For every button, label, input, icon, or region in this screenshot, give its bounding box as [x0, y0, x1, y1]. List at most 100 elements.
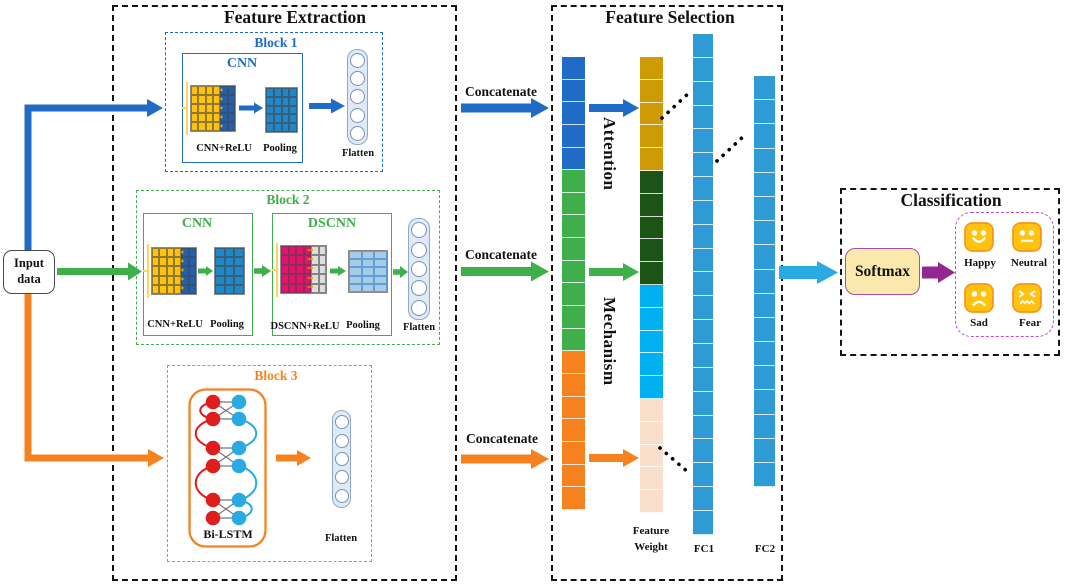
- grid-cell: [303, 255, 311, 265]
- orange-feature-cell: [562, 464, 585, 488]
- gold-feature-cell: [640, 57, 663, 80]
- block3-bilstm-label: Bi-LSTM: [203, 527, 253, 541]
- grid-cell: [303, 246, 311, 256]
- grid-cell: [234, 248, 244, 258]
- green-feature-cell: [562, 215, 585, 239]
- block1-conv-label: CNN+ReLU: [196, 143, 252, 154]
- grid-cell: [289, 96, 297, 106]
- darkGreen-feature-cell: [640, 262, 663, 285]
- blue-feature-cell: [562, 57, 585, 80]
- grid-cell: [266, 105, 274, 115]
- grid-cell: [361, 259, 375, 268]
- grid-cell: [152, 248, 160, 258]
- classification-title: Classification: [900, 190, 1002, 210]
- grid-cell: [213, 113, 221, 122]
- peach-feature-cell: [640, 467, 663, 491]
- grid-cell: [152, 257, 160, 267]
- flatten-neuron: [350, 71, 365, 87]
- block2-pool-grid: [214, 247, 245, 295]
- flatten-neuron: [411, 260, 427, 277]
- fcBlue-feature-cell: [693, 200, 713, 225]
- fcBlue-feature-cell: [754, 221, 775, 246]
- grid-cell: [159, 248, 167, 258]
- flatten-neuron: [411, 280, 427, 297]
- grid-cell: [318, 246, 326, 256]
- fcBlue-feature-cell: [754, 245, 775, 270]
- grid-cell: [205, 122, 213, 131]
- fcBlue-feature-cell: [693, 81, 713, 106]
- emotion-label-neutral: Neutral: [1010, 257, 1048, 269]
- kernel-arrow-icon: →: [177, 274, 185, 284]
- block2-dscnn-conv-grid: →→→→→: [280, 245, 327, 294]
- blue-feature-cell: [562, 124, 585, 148]
- grid-cell: [152, 266, 160, 276]
- grid-cell: [198, 95, 206, 104]
- grid-cell: [281, 264, 289, 275]
- kernel-arrow-icon: →: [216, 112, 224, 122]
- flatten-neuron: [350, 53, 365, 69]
- block2-cnn-bracket-tick: [143, 270, 147, 272]
- block2-dscnn-title: DSCNN: [307, 216, 357, 231]
- grid-cell: [174, 248, 182, 258]
- bilstm-diagram: [188, 388, 267, 548]
- grid-cell: [281, 96, 290, 106]
- block2-title: Block 2: [266, 192, 310, 207]
- block1-cnn-title: CNN: [226, 56, 258, 71]
- grid-cell: [281, 105, 290, 115]
- darkGreen-feature-cell: [640, 239, 663, 263]
- flatten-neuron: [350, 89, 365, 105]
- block3-title: Block 3: [254, 368, 298, 383]
- grid-cell: [296, 283, 304, 293]
- grid-cell: [227, 122, 235, 131]
- kernel-arrow-icon: →: [177, 283, 185, 293]
- grid-cell: [288, 255, 296, 265]
- grid-cell: →: [307, 274, 319, 284]
- kernel-arrow-icon: →: [307, 282, 314, 292]
- block2-flatten-label: Flatten: [402, 322, 436, 333]
- grid-cell: →: [177, 284, 189, 294]
- block1-pool-grid: [265, 87, 298, 133]
- blue-feature-cell: [562, 147, 585, 171]
- fcBlue-feature-cell: [693, 272, 713, 297]
- kernel-arrow-icon: →: [177, 265, 185, 275]
- peach-feature-cell: [640, 490, 663, 513]
- arrow-fs-to-classification: [779, 261, 838, 284]
- grid-cell: [215, 266, 225, 276]
- grid-cell: →: [177, 257, 189, 267]
- green-feature-cell: [562, 328, 585, 352]
- grid-cell: [281, 88, 290, 97]
- grid-cell: →: [216, 113, 228, 122]
- grid-cell: [191, 86, 199, 95]
- block3-flatten-label: Flatten: [324, 533, 358, 544]
- orange-feature-cell: [562, 441, 585, 465]
- block2-cnn-bracket: [147, 244, 149, 298]
- kernel-arrow-icon: →: [307, 254, 314, 264]
- block1-input-bracket: [186, 82, 188, 135]
- grid-cell: [266, 123, 274, 132]
- grid-cell: [266, 88, 274, 97]
- flatten-neuron: [350, 107, 365, 123]
- feature-selection-title: Feature Selection: [605, 7, 735, 27]
- blue-feature-cell: [562, 79, 585, 103]
- grid-cell: [198, 113, 206, 122]
- grid-cell: [174, 284, 182, 294]
- grid-cell: [159, 266, 167, 276]
- grid-cell: [152, 275, 160, 285]
- block3-flatten: [332, 410, 351, 508]
- grid-cell: [215, 248, 225, 258]
- grid-cell: [224, 275, 235, 285]
- grid-cell: [349, 259, 362, 268]
- flatten-neuron: [334, 488, 349, 503]
- block2-dscnn-bracket: [276, 243, 278, 297]
- grid-cell: [198, 104, 206, 113]
- fcBlue-feature-cell: [754, 414, 775, 439]
- cyan-feature-cell: [640, 307, 663, 331]
- block1-pool-label: Pooling: [263, 143, 297, 154]
- grid-cell: [234, 284, 244, 294]
- fcBlue-feature-cell: [693, 367, 713, 392]
- grid-cell: [318, 283, 326, 293]
- fcBlue-feature-cell: [754, 463, 775, 488]
- fcBlue-feature-cell: [693, 343, 713, 368]
- grid-cell: [361, 283, 375, 292]
